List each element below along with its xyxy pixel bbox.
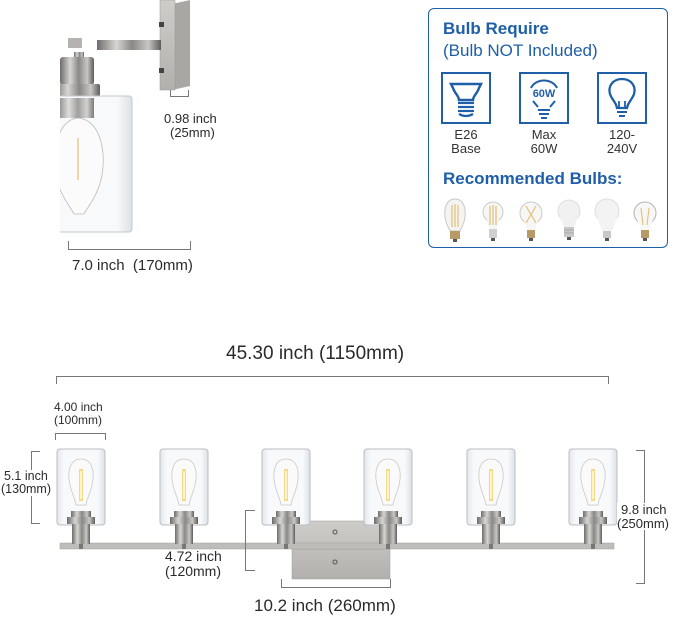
e26-base-caption: E26 Base: [436, 127, 496, 157]
a19-clear-filament-bulb-icon: [629, 197, 661, 243]
shade-height-label: 5.1 inch (130mm): [1, 469, 52, 497]
spec-line1: Max: [531, 127, 557, 142]
e26-base-icon: [441, 72, 491, 124]
sconce-width-tick: [68, 241, 69, 250]
shade-height-tick: [31, 523, 40, 524]
shade-height-inch: 5.1 inch: [4, 469, 48, 483]
a19-spiral-filament-bulb-icon: [515, 197, 547, 243]
shade-width-dimension-line: [55, 433, 106, 434]
total-width-dimension-line: [56, 376, 609, 377]
recommended-bulbs-row: [439, 197, 661, 243]
bulb-panel-subtitle: (Bulb NOT Included): [443, 41, 598, 60]
backplate-height-mm: (120mm): [165, 562, 222, 579]
shade-height-tick: [31, 451, 40, 452]
total-height-inch: 9.8 inch: [621, 502, 667, 517]
voltage-caption: 120- 240V: [592, 127, 652, 157]
shade-height-mm: (130mm): [1, 482, 52, 497]
backplate-height-tick: [245, 510, 255, 511]
depth-dimension-tick: [170, 90, 171, 97]
depth-label-inch: 0.98 inch: [164, 111, 217, 126]
spec-line1: E26: [454, 127, 478, 142]
depth-dimension-tick: [188, 90, 189, 97]
depth-dimension-line: [170, 96, 189, 97]
lightbulb-icon: [597, 72, 647, 124]
total-width-tick: [608, 376, 609, 384]
bulb-requirements-panel: Bulb Require (Bulb NOT Included) E26 Bas…: [428, 8, 668, 248]
backplate-height-label: 4.72 inch (120mm): [165, 549, 222, 578]
60w-bulb-icon: 60W: [519, 72, 569, 124]
total-height-mm: (250mm): [617, 515, 670, 531]
recommended-bulbs-title: Recommended Bulbs:: [443, 169, 623, 188]
a19-filament-bulb-icon: [477, 197, 509, 243]
shade-width-tick: [55, 433, 56, 440]
total-height-label: 9.8 inch (250mm): [617, 502, 670, 531]
backplate-height-dimension-line: [245, 510, 246, 571]
backplate-width-dimension-line: [281, 587, 391, 588]
sconce-width-tick: [190, 241, 191, 250]
total-height-tick: [636, 583, 645, 584]
a21-frosted-bulb-icon: [591, 197, 623, 243]
shade-width-tick: [105, 433, 106, 440]
backplate-width-tick: [390, 579, 391, 588]
backplate-width-tick: [281, 579, 282, 588]
60w-icon-text: 60W: [533, 88, 556, 100]
spec-line2: 240V: [606, 141, 638, 157]
a19-frosted-bulb-icon: [553, 197, 585, 243]
sconce-width-label: 7.0 inch (170mm): [72, 257, 193, 274]
shade-width-inch: 4.00 inch: [54, 400, 103, 414]
sconce-width-dimension-line: [68, 249, 191, 250]
backplate-height-inch: 4.72 inch: [165, 548, 222, 564]
backplate-width-label: 10.2 inch (260mm): [254, 596, 396, 615]
spec-line2: 60W: [530, 141, 558, 157]
st64-filament-bulb-icon: [439, 197, 471, 243]
max-wattage-caption: Max 60W: [514, 127, 574, 157]
shade-width-mm: (100mm): [54, 412, 103, 427]
shade-width-label: 4.00 inch (100mm): [54, 401, 103, 426]
total-height-tick: [636, 450, 645, 451]
spec-line2: Base: [451, 141, 481, 157]
depth-label: 0.98 inch (25mm): [164, 112, 217, 139]
total-width-tick: [56, 376, 57, 384]
six-light-fixture-illustration: [0, 440, 679, 580]
total-width-label: 45.30 inch (1150mm): [226, 343, 405, 364]
bulb-panel-title: Bulb Require: [443, 19, 549, 38]
spec-line1: 120-: [608, 127, 636, 142]
single-sconce-illustration: [60, 0, 230, 250]
depth-label-mm: (25mm): [170, 124, 215, 140]
backplate-height-tick: [245, 570, 255, 571]
